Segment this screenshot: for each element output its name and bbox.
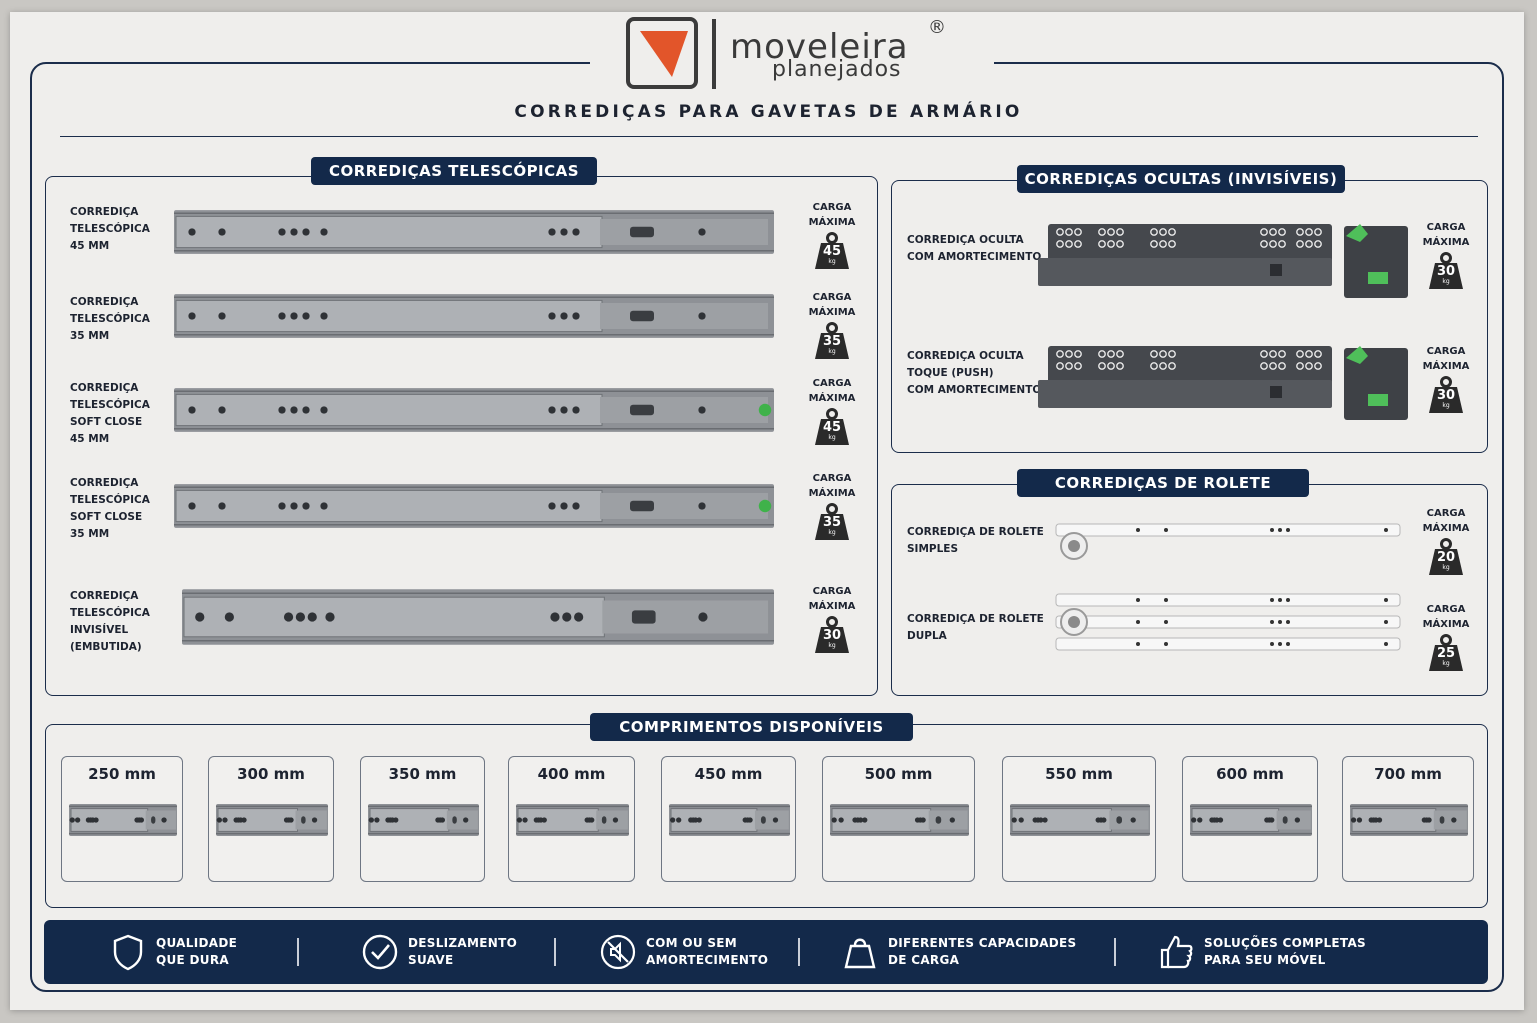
registered-mark: ®: [928, 17, 946, 38]
load-value: 30: [1436, 388, 1456, 403]
load-unit: kg: [1442, 278, 1450, 285]
telescopic-rail-image: [174, 290, 774, 346]
logo-mark-icon: [626, 17, 698, 89]
page-title: CORREDIÇAS PARA GAVETAS DE ARMÁRIO: [514, 102, 1023, 122]
brand-sub: planejados: [772, 57, 902, 82]
length-card[interactable]: 400 mm: [508, 756, 635, 882]
check-circle-icon: [362, 934, 398, 970]
weight-icon: [844, 938, 876, 969]
shield-icon: [113, 934, 143, 971]
length-value: 600 mm: [1216, 765, 1284, 783]
telescopic-banner: CORREDIÇAS TELESCÓPICAS: [311, 157, 597, 185]
length-card[interactable]: 250 mm: [61, 756, 183, 882]
roller-slide-image: [1048, 516, 1402, 570]
length-value: 700 mm: [1374, 765, 1442, 783]
telescopic-rail-image: [174, 206, 774, 262]
mute-icon: [600, 934, 636, 970]
load-value: 35: [822, 515, 842, 530]
length-card[interactable]: 300 mm: [208, 756, 334, 882]
load-unit: kg: [828, 434, 836, 441]
length-card[interactable]: 500 mm: [822, 756, 975, 882]
load-value: 45: [822, 244, 842, 259]
length-card[interactable]: 700 mm: [1342, 756, 1474, 882]
telescopic-rail-image: [174, 384, 774, 440]
roller-slide-image: [1048, 592, 1402, 666]
length-value: 300 mm: [237, 765, 305, 783]
load-unit: kg: [1442, 402, 1450, 409]
load-unit: kg: [1442, 660, 1450, 667]
length-value: 400 mm: [537, 765, 606, 783]
load-unit: kg: [828, 348, 836, 355]
load-value: 20: [1436, 550, 1456, 565]
hidden-slide-image: [1038, 220, 1414, 310]
length-value: 350 mm: [388, 765, 457, 783]
length-card[interactable]: 450 mm: [661, 756, 796, 882]
length-card[interactable]: 550 mm: [1002, 756, 1156, 882]
telescopic-rail-image: [182, 584, 774, 654]
load-unit: kg: [1442, 564, 1450, 571]
load-value: 30: [822, 628, 842, 643]
brand-logo: moveleira planejados ®: [626, 17, 956, 91]
length-value: 250 mm: [88, 765, 156, 783]
length-value: 500 mm: [864, 765, 933, 783]
brand-name: moveleira: [730, 27, 909, 67]
load-value: 30: [1436, 264, 1456, 279]
load-unit: kg: [828, 642, 836, 649]
lengths-banner: COMPRIMENTOS DISPONÍVEIS: [590, 713, 913, 741]
hidden-slide-image: [1038, 342, 1414, 432]
load-unit: kg: [828, 529, 836, 536]
thumbs-up-icon: [1160, 935, 1193, 969]
length-card[interactable]: 600 mm: [1182, 756, 1318, 882]
load-value: 35: [822, 334, 842, 349]
load-value: 45: [822, 420, 842, 435]
roller-banner: CORREDIÇAS DE ROLETE: [1017, 469, 1309, 497]
length-value: 550 mm: [1045, 765, 1113, 783]
length-value: 450 mm: [694, 765, 763, 783]
length-card[interactable]: 350 mm: [360, 756, 485, 882]
load-unit: kg: [828, 258, 836, 265]
telescopic-rail-image: [174, 480, 774, 536]
hidden-banner: CORREDIÇAS OCULTAS (INVISÍVEIS): [1017, 165, 1345, 193]
load-value: 25: [1436, 646, 1456, 661]
